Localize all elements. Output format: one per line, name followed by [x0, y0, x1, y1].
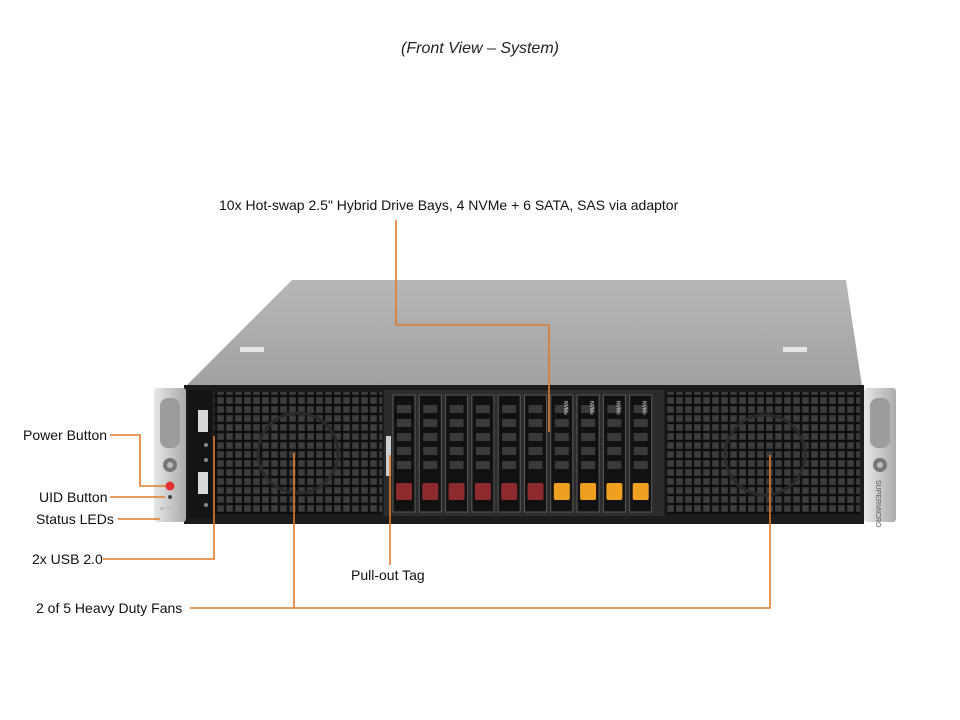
- chassis-top: [186, 280, 862, 386]
- drive-bay-sata[interactable]: [418, 394, 442, 513]
- drive-bay-nvme[interactable]: NVMe: [550, 394, 574, 513]
- nvme-label: NVMe: [588, 401, 594, 415]
- callout-usb: 2x USB 2.0: [32, 551, 103, 567]
- drive-bay-sata[interactable]: [445, 394, 469, 513]
- leader-drive-bays: [395, 220, 550, 432]
- drive-latch-sata[interactable]: [501, 483, 518, 500]
- power-button-icon: [165, 481, 175, 491]
- drive-bay-sata[interactable]: [497, 394, 521, 513]
- leader-power-button: [110, 434, 166, 487]
- drive-bay-nvme[interactable]: NVMe: [602, 394, 626, 513]
- rack-ear-right: [864, 388, 896, 522]
- left-fan-grill: [214, 392, 382, 514]
- uid-button-icon: [168, 495, 172, 499]
- drive-latch-nvme[interactable]: [632, 483, 649, 500]
- pull-out-tag-icon: [386, 436, 391, 476]
- chassis-top-tab-left: [240, 347, 264, 352]
- usb-port-1: [198, 410, 208, 432]
- nvme-label: NVMe: [641, 401, 647, 415]
- drive-bay-nvme[interactable]: NVMe: [629, 394, 653, 513]
- drive-bays: NVMe NVMe NVMe NVMe: [392, 394, 653, 513]
- brand-label: SUPERMICRO: [874, 480, 881, 528]
- chassis-top-tab-right: [783, 347, 807, 352]
- callout-uid-button: UID Button: [39, 489, 108, 505]
- callout-power-button: Power Button: [23, 427, 108, 443]
- drive-latch-sata[interactable]: [396, 483, 412, 500]
- leader-usb: [103, 436, 215, 560]
- leader-fans-right: [294, 455, 771, 609]
- nvme-label: NVMe: [614, 401, 620, 415]
- callout-fans: 2 of 5 Heavy Duty Fans: [36, 600, 183, 616]
- rack-ear-left: [154, 388, 186, 522]
- callout-drive-bays: 10x Hot-swap 2.5" Hybrid Drive Bays, 4 N…: [219, 197, 679, 213]
- figure-title: (Front View – System): [401, 40, 559, 57]
- usb-port-2: [198, 472, 208, 494]
- drive-latch-nvme[interactable]: [553, 483, 570, 500]
- drive-latch-nvme[interactable]: [580, 483, 597, 500]
- drive-bay-nvme[interactable]: NVMe: [576, 394, 600, 513]
- drive-latch-sata[interactable]: [474, 483, 491, 500]
- status-leds: [160, 507, 178, 510]
- drive-latch-nvme[interactable]: [606, 483, 623, 500]
- callout-status-leds: Status LEDs: [36, 511, 114, 527]
- drive-latch-sata[interactable]: [422, 483, 439, 500]
- drive-bay-sata[interactable]: [471, 394, 495, 513]
- drive-bay-sata[interactable]: [524, 394, 547, 513]
- nvme-label: NVMe: [562, 401, 568, 415]
- callout-pull-out-tag: Pull-out Tag: [351, 567, 425, 583]
- usb-column: [188, 390, 212, 518]
- drive-latch-sata[interactable]: [448, 483, 465, 500]
- right-fan-icon: [723, 413, 807, 497]
- drive-bay-sata[interactable]: [392, 394, 416, 513]
- left-fan-icon: [256, 411, 340, 495]
- drive-latch-sata[interactable]: [527, 483, 544, 500]
